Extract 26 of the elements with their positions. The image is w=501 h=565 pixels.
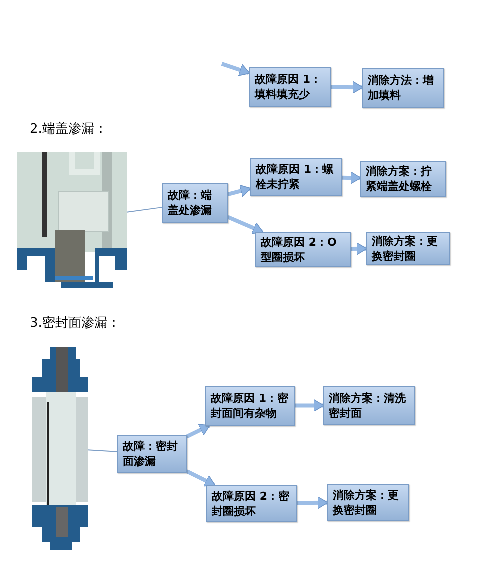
process-box: 故障：端盖处渗漏 (162, 183, 228, 223)
process-box: 故障原因 2：密封圈损坏 (206, 485, 297, 522)
process-box: 故障原因 1：螺栓未拧紧 (250, 158, 342, 196)
arrow (186, 424, 210, 439)
arrow (227, 215, 264, 234)
leader-line (126, 207, 162, 213)
section-heading: 2.端盖渗漏： (30, 121, 108, 139)
process-box: 消除方案：清洗密封面 (323, 386, 415, 425)
process-box: 消除方案：更换密封圈 (327, 484, 409, 521)
arrow (350, 242, 368, 256)
arrow (330, 81, 364, 94)
process-box: 消除方法：增加填料 (362, 68, 444, 108)
process-box: 消除方案：拧紧端盖处螺栓 (360, 161, 446, 197)
process-box: 故障原因 2：O 型圈损坏 (255, 232, 351, 267)
arrow (186, 470, 216, 487)
process-box: 故障：密封面渗漏 (117, 435, 187, 473)
section-heading: 3.密封面渗漏： (30, 315, 120, 333)
leader-line (88, 450, 118, 452)
process-box: 故障原因 1：填料填充少 (249, 67, 331, 107)
arrow (221, 62, 250, 76)
process-box: 故障原因 1：密封面间有杂物 (205, 386, 295, 426)
arrow (296, 496, 328, 510)
arrow (295, 399, 324, 412)
process-box: 消除方案：更换密封圈 (366, 232, 450, 265)
arrow (228, 184, 252, 198)
arrow (342, 172, 362, 184)
